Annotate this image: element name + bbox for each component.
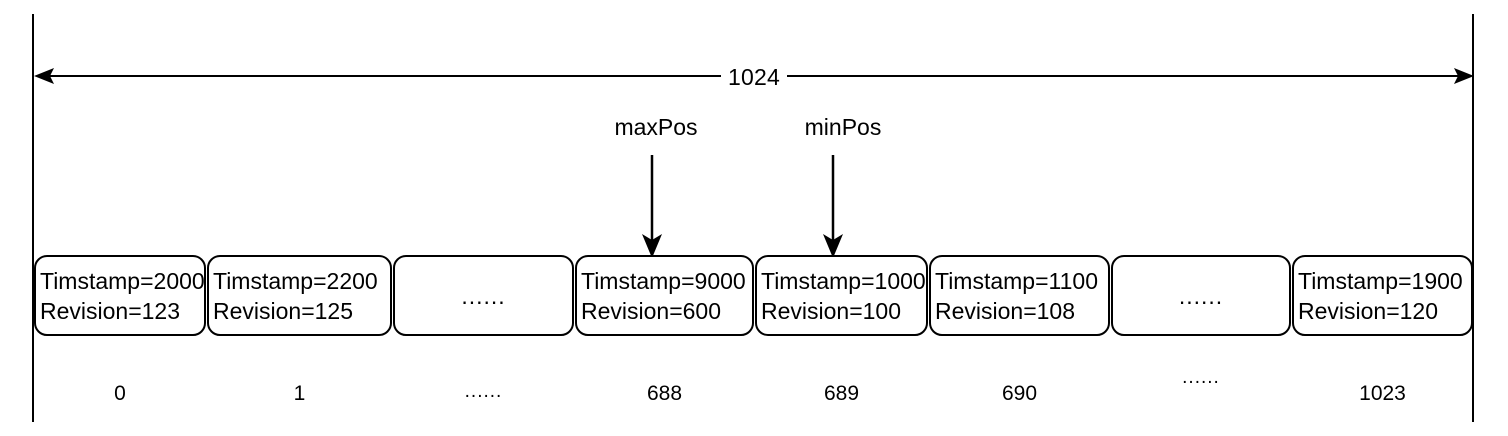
left-boundary-rule [32, 14, 34, 422]
slot-timestamp: Timstamp=9000 [581, 267, 746, 294]
slot-timestamp: Timstamp=1900 [1298, 267, 1463, 294]
slot-index-688: 688 [646, 382, 683, 405]
slot-revision: Revision=120 [1298, 297, 1439, 324]
slot-timestamp: Timstamp=2200 [213, 267, 378, 294]
buffer-slot-689[interactable]: Timstamp=1000 Revision=100 [755, 255, 928, 336]
maxpos-label: maxPos [614, 114, 698, 140]
right-boundary-rule [1472, 14, 1474, 422]
buffer-slot-688[interactable]: Timstamp=9000 Revision=600 [575, 255, 754, 336]
buffer-slot-690[interactable]: Timstamp=1100 Revision=108 [929, 255, 1110, 336]
slot-revision: Revision=108 [935, 297, 1076, 324]
slot-timestamp: Timstamp=1000 [761, 267, 926, 294]
slot-index-gap-left: ...... [464, 381, 503, 402]
minpos-label: minPos [804, 114, 882, 140]
buffer-size-label: 1024 [0, 60, 1508, 94]
slot-timestamp: Timstamp=2000 [40, 267, 205, 294]
minpos-arrow-icon [822, 155, 844, 259]
slot-revision: Revision=125 [213, 297, 354, 324]
slot-revision: Revision=100 [761, 297, 902, 324]
slot-revision: Revision=123 [40, 297, 181, 324]
maxpos-arrow-icon [641, 155, 663, 259]
slot-revision: Revision=600 [581, 297, 722, 324]
buffer-slot-gap-right: ...... [1111, 255, 1291, 336]
buffer-slot-1[interactable]: Timstamp=2200 Revision=125 [207, 255, 392, 336]
slot-index-0: 0 [114, 382, 126, 405]
slot-index-690: 690 [1001, 382, 1038, 405]
buffer-slot-0[interactable]: Timstamp=2000 Revision=123 [34, 255, 206, 336]
slot-index-gap-right: ...... [1182, 367, 1220, 388]
slot-timestamp: Timstamp=1100 [935, 267, 1098, 294]
buffer-size-value: 1024 [721, 64, 787, 90]
slot-index-1023: 1023 [1359, 382, 1406, 405]
slot-ellipsis: ...... [461, 282, 506, 309]
buffer-slot-1023[interactable]: Timstamp=1900 Revision=120 [1292, 255, 1473, 336]
slot-index-1: 1 [293, 382, 306, 405]
slot-index-689: 689 [823, 382, 860, 405]
slot-ellipsis: ...... [1178, 282, 1224, 309]
buffer-slot-gap-left: ...... [393, 255, 574, 336]
